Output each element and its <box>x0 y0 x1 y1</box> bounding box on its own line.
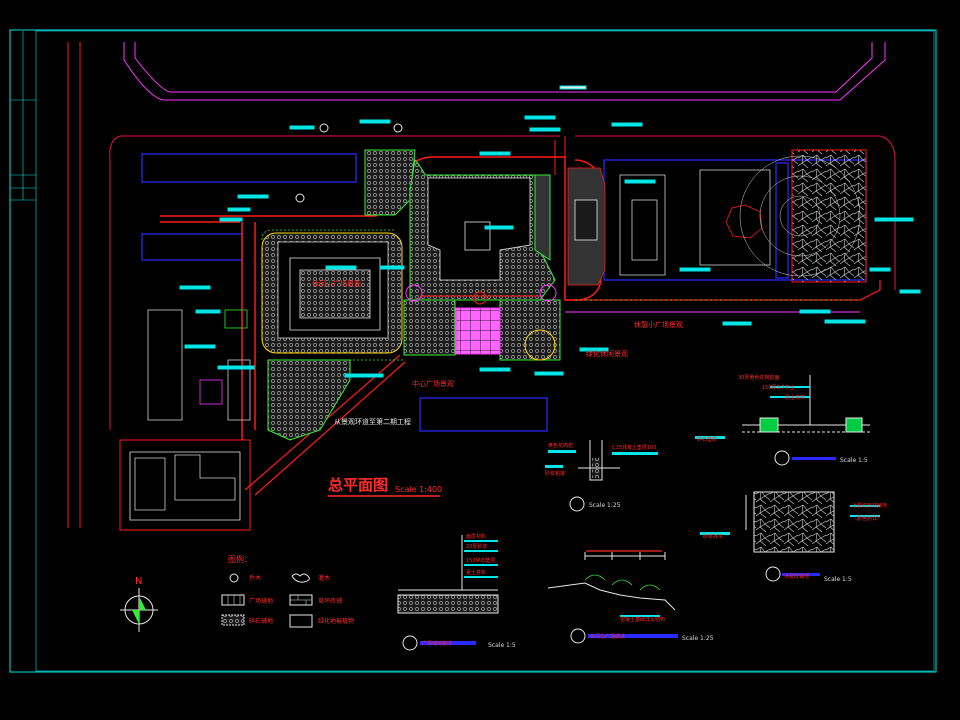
callout-bar <box>579 347 609 352</box>
callout-bar <box>722 321 752 326</box>
detail-3-title: 冰裂纹铺地 <box>784 573 809 580</box>
main-scale: Scale 1:400 <box>395 485 442 494</box>
detail-3-note-2: 砂浆找平 <box>703 533 723 540</box>
label-path-node: 从景观环道至第二期工程 <box>334 417 411 426</box>
north-label: N <box>135 576 142 587</box>
callout-bar <box>679 267 711 272</box>
callout-bar <box>195 309 221 314</box>
detail-2-scale: Scale 1:5 <box>840 457 868 464</box>
label-rest-square: 休闲小广场景观 <box>312 279 361 288</box>
groundcover-icon <box>289 614 313 628</box>
inner-buildings <box>289 177 531 331</box>
label-corner-garden: 绿化休闲景观 <box>586 349 628 358</box>
callout-bar <box>289 123 329 133</box>
detail-4-note-3: 素土夯实 <box>466 569 486 576</box>
callout-bar <box>534 371 564 376</box>
legend-label-5: 绿化地被植物 <box>318 617 354 625</box>
detail-2-note-3: 碎石垫层 <box>697 436 717 443</box>
callout-bar <box>869 267 891 272</box>
detail-1-note-2: C15混凝土垫层100 <box>612 444 656 451</box>
gravel-paving-icon <box>221 614 245 626</box>
tree-rows <box>261 229 860 361</box>
detail-3-note-0: 冰裂纹石材铺地 <box>852 502 887 509</box>
callout-bar <box>217 365 255 370</box>
callout-bar <box>524 115 556 120</box>
north-arrow: N <box>120 576 158 632</box>
detail-1: 黄色花岗岩 砂浆粘接 C15混凝土垫层100 Scale 1:25 <box>545 440 658 512</box>
detail-4-note-1: 20厚砂浆 <box>466 543 487 550</box>
callout-bar <box>529 127 561 132</box>
drawing-frame <box>9 29 937 673</box>
legend-label-1: 灌木 <box>318 574 330 582</box>
detail-5-scale: Scale 1:25 <box>682 635 714 642</box>
detail-1-note-1: 砂浆粘接 <box>545 470 565 477</box>
main-title-block: 总平面图 Scale 1:400 <box>328 476 442 497</box>
legend-label-4: 碎石铺地 <box>249 617 273 625</box>
site-text: 中心广场景观 从景观环道至第二期工程 休闲小广场景观 休憩小广场景观 绿化休闲景… <box>312 279 683 426</box>
detail-4-note-0: 面层材料 <box>466 533 486 540</box>
callout-bar <box>484 225 514 230</box>
callout-bar <box>824 319 866 324</box>
detail-4-scale: Scale 1:5 <box>488 642 516 649</box>
detail-2-note-1: 150厚3:7灰土 <box>762 384 795 391</box>
detail-5-note-0: 混凝土基础详见结构 <box>620 616 665 623</box>
callout-bar <box>179 285 211 290</box>
detail-5: 混凝土基础详见结构 休闲小广场做法 Scale 1:25 <box>547 550 714 644</box>
callout-bar <box>219 217 243 222</box>
label-side-square: 休憩小广场景观 <box>634 320 683 329</box>
callout-labels <box>179 85 921 378</box>
detail-4: 面层材料 20厚砂浆 150碎石垫层 素土夯实 广场铺地做法 Scale 1:5 <box>397 533 516 651</box>
center-plaza-grid <box>455 307 501 355</box>
callout-bar <box>325 265 357 270</box>
detail-3: 冰裂纹石材铺地 （颜色另详） 砂浆找平 冰裂纹铺地 Scale 1:5 <box>700 491 887 583</box>
plaza-nodes <box>405 284 557 361</box>
detail-1-note-0: 黄色花岗岩 <box>548 442 573 449</box>
callout-bar <box>611 122 643 127</box>
callout-bar <box>184 344 216 349</box>
left-small-buildings <box>134 309 251 511</box>
detail-1-scale: Scale 1:25 <box>589 502 621 509</box>
callout-bar <box>237 193 305 203</box>
callout-bar <box>379 265 405 270</box>
label-center-plaza: 中心广场景观 <box>412 379 454 388</box>
callout-bar <box>359 119 403 133</box>
grid-paving-icon <box>221 594 245 606</box>
callout-bar <box>479 367 511 372</box>
callout-bar <box>899 289 921 294</box>
detail-3-note-1: （颜色另详） <box>852 515 882 522</box>
fan-paving <box>739 149 867 283</box>
detail-4-title: 广场铺地做法 <box>422 640 452 647</box>
tree-symbol-icon <box>229 573 239 583</box>
right-buildings <box>567 167 771 286</box>
legend-label-0: 乔木 <box>249 574 261 582</box>
legend-label-3: 草坪砖铺 <box>318 597 342 605</box>
main-title: 总平面图 <box>328 476 388 494</box>
callout-bar <box>227 207 251 212</box>
detail-3-scale: Scale 1:5 <box>824 576 852 583</box>
detail-2-note-0: 30厚黄色花岗岩面 <box>738 374 779 381</box>
callout-bar <box>874 217 914 222</box>
callout-bar <box>559 85 587 90</box>
title-strip <box>10 31 36 201</box>
detail-2-note-2: 素土夯实 <box>785 394 805 401</box>
brick-paving-icon <box>289 594 313 606</box>
road-edges <box>67 42 896 528</box>
shrub-symbol-icon <box>291 573 310 583</box>
callout-bar <box>624 179 656 184</box>
callout-bar <box>479 151 511 156</box>
legend-title: 图例： <box>228 554 252 564</box>
callout-bar <box>344 373 384 378</box>
detail-5-title: 休闲小广场做法 <box>590 633 625 640</box>
detail-4-note-2: 150碎石垫层 <box>466 557 496 564</box>
legend: 图例： 乔木 灌木 广场铺地 草坪砖铺 碎石铺地 绿化地被植物 <box>221 554 354 628</box>
detail-2: 30厚黄色花岗岩面 150厚3:7灰土 素土夯实 碎石垫层 Scale 1:5 <box>695 374 870 466</box>
callout-bar <box>799 309 831 314</box>
legend-label-2: 广场铺地 <box>249 597 273 605</box>
